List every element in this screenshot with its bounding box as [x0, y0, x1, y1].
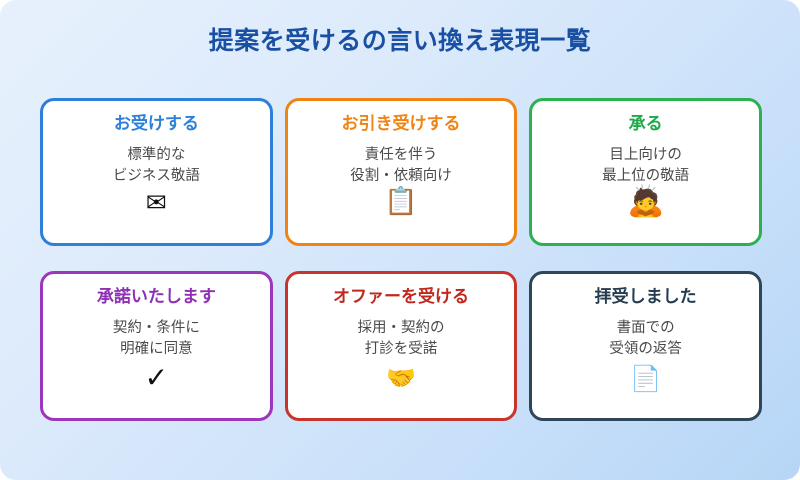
clipboard-icon: 📋: [384, 186, 418, 218]
expression-card: オファーを受ける 採用・契約の 打診を受諾 🤝: [284, 271, 518, 421]
card-description: 採用・契約の 打診を受諾: [357, 320, 445, 358]
card-description: 契約・条件に 明確に同意: [112, 320, 200, 358]
card-description: 目上向けの 最上位の敬語: [602, 147, 690, 185]
card-description: 責任を伴う 役割・依頼向け: [350, 147, 452, 185]
card-title: オファーを受ける: [332, 287, 469, 307]
page-title: 提案を受けるの言い換え表現一覧: [208, 26, 592, 55]
expression-card: 承る 目上向けの 最上位の敬語 🙇: [529, 98, 762, 246]
expression-card: 承諾いたします 契約・条件に 明確に同意 ✓: [40, 271, 273, 421]
check-mark-icon: ✓: [144, 361, 169, 395]
card-title: お引き受けする: [341, 114, 461, 134]
card-title: 拝受しました: [594, 287, 697, 307]
card-title: お受けする: [113, 114, 199, 134]
expression-card-grid: お受けする 標準的な ビジネス敬語 ✉ お引き受けする 責任を伴う 役割・依頼向…: [40, 98, 762, 421]
envelope-icon: ✉: [145, 188, 167, 218]
expression-card: お受けする 標準的な ビジネス敬語 ✉: [40, 98, 273, 246]
card-title: 承る: [628, 114, 663, 134]
person-bowing-icon: 🙇: [626, 184, 665, 220]
card-title: 承諾いたします: [96, 287, 216, 307]
expression-card: 拝受しました 書面での 受領の返答 📄: [529, 271, 762, 421]
handshake-icon: 🤝: [386, 364, 416, 393]
card-description: 書面での 受領の返答: [609, 320, 682, 358]
expression-card: お引き受けする 責任を伴う 役割・依頼向け 📋: [284, 98, 518, 246]
document-page-icon: 📄: [630, 364, 662, 394]
card-description: 標準的な ビジネス敬語: [112, 147, 200, 185]
